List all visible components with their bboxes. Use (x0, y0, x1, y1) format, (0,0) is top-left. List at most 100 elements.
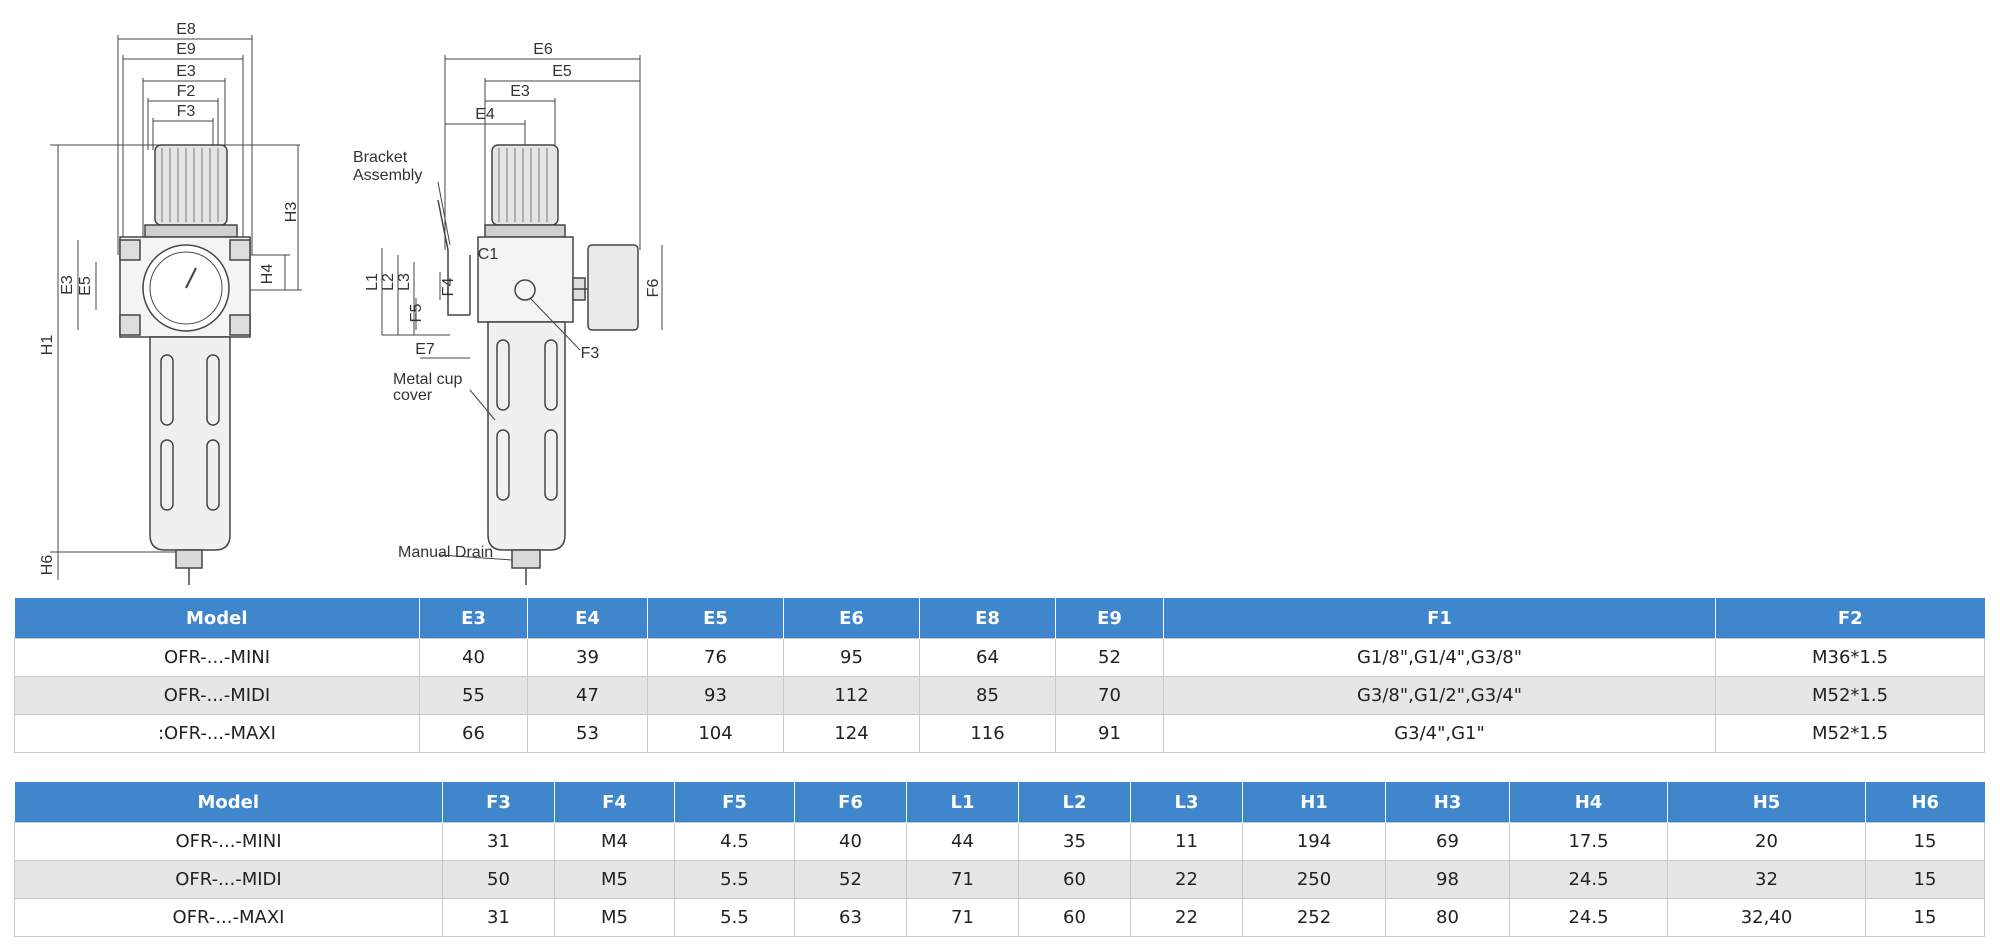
table-cell: 40 (419, 638, 528, 677)
dim-label: F2 (177, 83, 196, 100)
table-cell: 71 (906, 860, 1019, 899)
column-header: F3 (442, 782, 555, 823)
dim-label: H6 (39, 555, 56, 576)
dim-label: E6 (533, 41, 553, 58)
dim-label: H4 (259, 264, 276, 285)
table-cell: 64 (919, 638, 1056, 677)
table-cell: 15 (1865, 822, 1985, 861)
dim-label: E5 (77, 276, 94, 296)
table-row: OFR-...-MINI 31 M4 4.5 40 44 35 11 194 6… (14, 822, 1985, 861)
table-cell: 52 (794, 860, 907, 899)
dim-label: E3 (59, 275, 76, 295)
column-header: F2 (1715, 598, 1985, 639)
technical-drawing: E8 E9 E3 F2 F3 H3 H4 E3 E5 H1 H6 (0, 0, 700, 600)
table-cell: :OFR-...-MAXI (14, 714, 420, 753)
column-header: H3 (1385, 782, 1510, 823)
table-cell: 194 (1242, 822, 1386, 861)
table-cell: 66 (419, 714, 528, 753)
table-row: :OFR-...-MAXI 66 53 104 124 116 91 G3/4"… (14, 714, 1985, 753)
table-cell: 124 (783, 714, 920, 753)
table-cell: M5 (554, 860, 675, 899)
table-row: OFR-...-MINI 40 39 76 95 64 52 G1/8",G1/… (14, 638, 1985, 677)
column-header: Model (14, 598, 420, 639)
table-cell: M36*1.5 (1715, 638, 1985, 677)
table-cell: G1/8",G1/4",G3/8" (1163, 638, 1716, 677)
filter-regulator-drawing: E8 E9 E3 F2 F3 H3 H4 E3 E5 H1 H6 (39, 21, 663, 585)
column-header: E8 (919, 598, 1056, 639)
metal-cup-cover-label: Metal cup (393, 371, 462, 388)
table-header-row: Model E3 E4 E5 E6 E8 E9 F1 F2 (14, 598, 1985, 639)
column-header: F4 (554, 782, 675, 823)
table-cell: 116 (919, 714, 1056, 753)
dim-label: H3 (283, 202, 300, 223)
dim-label: E8 (176, 21, 196, 38)
column-header: L3 (1130, 782, 1243, 823)
table-cell: 250 (1242, 860, 1386, 899)
column-header: F6 (794, 782, 907, 823)
column-header: H4 (1509, 782, 1668, 823)
table-cell: 63 (794, 898, 907, 937)
table-cell: 76 (647, 638, 784, 677)
table-cell: M52*1.5 (1715, 714, 1985, 753)
table-cell: OFR-...-MIDI (14, 676, 420, 715)
dim-label: L1 (364, 273, 381, 291)
table-cell: 69 (1385, 822, 1510, 861)
table-cell: 53 (527, 714, 648, 753)
manual-drain-label: Manual Drain (398, 544, 493, 561)
table-cell: 20 (1667, 822, 1866, 861)
table-cell: 31 (442, 822, 555, 861)
table-cell: 40 (794, 822, 907, 861)
dim-label: E7 (415, 341, 435, 358)
table-cell: 93 (647, 676, 784, 715)
table-cell: G3/4",G1" (1163, 714, 1716, 753)
column-header: H1 (1242, 782, 1386, 823)
table-cell: 47 (527, 676, 648, 715)
column-header: E4 (527, 598, 648, 639)
table-cell: 112 (783, 676, 920, 715)
dimensions-table-2: Model F3 F4 F5 F6 L1 L2 L3 H1 H3 H4 H5 H… (14, 782, 1985, 937)
table-cell: 60 (1018, 898, 1131, 937)
table-cell: 22 (1130, 860, 1243, 899)
table-row: OFR-...-MAXI 31 M5 5.5 63 71 60 22 252 8… (14, 898, 1985, 937)
table-cell: 52 (1055, 638, 1164, 677)
table-cell: 32,40 (1667, 898, 1866, 937)
table-cell: 24.5 (1509, 860, 1668, 899)
table-cell: OFR-...-MIDI (14, 860, 443, 899)
column-header: H6 (1865, 782, 1985, 823)
column-header: E3 (419, 598, 528, 639)
table-cell: 15 (1865, 860, 1985, 899)
metal-cup-cover-label: cover (393, 387, 433, 404)
table-cell: 85 (919, 676, 1056, 715)
table-cell: 95 (783, 638, 920, 677)
table-cell: M4 (554, 822, 675, 861)
table-cell: 5.5 (674, 898, 795, 937)
dim-label: E3 (510, 83, 530, 100)
dim-label: L2 (380, 273, 397, 291)
dim-label: H1 (39, 335, 56, 356)
column-header: F5 (674, 782, 795, 823)
table-cell: 60 (1018, 860, 1131, 899)
table-cell: 104 (647, 714, 784, 753)
dim-label: F3 (581, 345, 600, 362)
table-cell: 55 (419, 676, 528, 715)
dim-label: F3 (177, 103, 196, 120)
table-cell: OFR-...-MAXI (14, 898, 443, 937)
table-cell: 98 (1385, 860, 1510, 899)
side-view-labels: E6 E5 E3 E4 C1 L1 L2 L3 F4 F5 E7 F6 F3 B… (353, 41, 662, 561)
table-cell: 22 (1130, 898, 1243, 937)
table-cell: M5 (554, 898, 675, 937)
table-cell: 15 (1865, 898, 1985, 937)
table-cell: 35 (1018, 822, 1131, 861)
dim-label: F6 (645, 279, 662, 298)
column-header: Model (14, 782, 443, 823)
table-cell: 17.5 (1509, 822, 1668, 861)
table-cell: 32 (1667, 860, 1866, 899)
table-cell: 24.5 (1509, 898, 1668, 937)
table-cell: 4.5 (674, 822, 795, 861)
table-cell: OFR-...-MINI (14, 822, 443, 861)
table-cell: 91 (1055, 714, 1164, 753)
dim-label: F5 (408, 304, 425, 323)
column-header: F1 (1163, 598, 1716, 639)
table-cell: G3/8",G1/2",G3/4" (1163, 676, 1716, 715)
bracket-assembly-label: Assembly (353, 167, 422, 184)
